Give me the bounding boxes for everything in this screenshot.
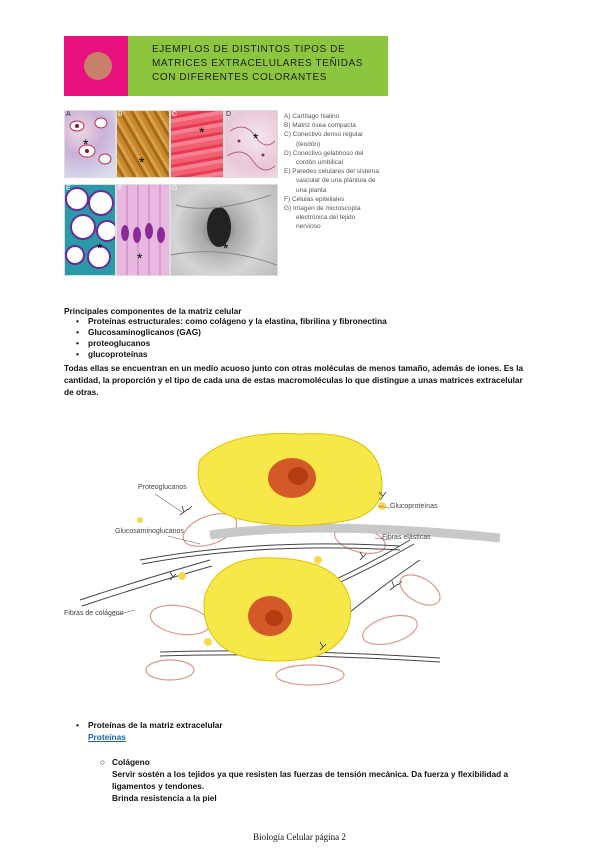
page-footer: Biología Celular página 2 [253,832,346,842]
banner-title: EJEMPLOS DE DISTINTOS TIPOS DE MATRICES … [152,44,364,83]
label-glucoproteinas: Glucoproteínas [390,503,438,510]
banner-accent [64,36,128,96]
asterisk-icon: * [137,250,143,266]
panel-label: B [118,111,123,118]
legend-item: A) Cartílago hialino [284,113,340,120]
panel-label: C [172,111,178,118]
micrograph-c: C * [170,110,224,178]
micrograph-b: B * [116,110,170,178]
label-fibras-colageno: Fibras de colágeno [64,610,124,617]
collagen-text-2: Brinda resistencia a la piel [112,793,217,803]
label-proteoglucanos: Proteoglucanos [138,484,187,491]
micrograph-f-art [121,223,165,243]
legend-item: D) Conectivo gelatinoso del cordón umbil… [284,149,364,167]
label-glucosaminoglucanos: Glucosaminoglucanos [115,528,184,535]
asterisk-icon: * [139,154,145,170]
micrograph-f: F * [116,184,170,276]
micrograph-d-art [226,126,276,171]
panel-label: E [66,185,71,192]
asterisk-icon: * [223,240,229,256]
panel-label: A [66,111,71,118]
proteins-link[interactable]: Proteínas [88,732,126,742]
asterisk-icon: * [199,124,205,140]
components-paragraph: Todas ellas se encuentran en un medio ac… [64,363,524,397]
panel-label: F [118,185,123,192]
panel-label: G [172,185,178,192]
label-fibras-elasticas: Fibras elásticas [382,534,431,541]
legend-item: B) Matriz ósea compacta [284,122,356,130]
collagen-heading: Colágeno [112,757,150,767]
legend-item: E) Paredes celulares del sistema vascula… [284,168,380,194]
micrograph-g-art [171,194,277,266]
micrograph-d: D * [224,110,278,178]
title-banner: EJEMPLOS DE DISTINTOS TIPOS DE MATRICES … [64,36,388,96]
collagen-text: Servir sostén a los tejidos ya que resis… [112,769,509,791]
micrograph-a-art [69,117,112,165]
sub-bullet-icon: ○ [100,757,106,767]
matrix-diagram-art [79,433,501,686]
list-item: Glucosaminoglicanos (GAG) [64,327,534,338]
extracellular-matrix-diagram: Proteoglucanos Glucoproteínas Glucosamin… [60,420,501,690]
proteins-list: Proteínas de la matriz extracelular [64,720,534,731]
asterisk-icon: * [253,130,259,146]
asterisk-icon: * [97,240,103,256]
micrograph-legend: A) Cartílago hialino B) Matriz ósea comp… [284,112,380,232]
panel-label: D [226,111,232,118]
micrograph-e-art [65,187,115,269]
legend-item: C) Conectivo denso regular (tendón) [284,131,364,148]
micrograph-a: A * [64,110,116,178]
legend-item: F) Células epiteliales [284,195,345,203]
legend-item: G) Imagen de microscopía electrónica del… [284,205,361,231]
components-heading: Principales componentes de la matriz cel… [64,306,242,316]
components-list: Proteínas estructurales: como colágeno y… [64,316,534,360]
list-item: Proteínas de la matriz extracelular [64,720,534,731]
list-item: glucoproteínas [64,349,534,360]
micrograph-g: G * [170,184,278,276]
micrograph-e: E * [64,184,116,276]
list-item: Proteínas estructurales: como colágeno y… [64,316,534,327]
banner-dot-icon [84,52,112,80]
list-item: proteoglucanos [64,338,534,349]
asterisk-icon: * [83,136,89,152]
